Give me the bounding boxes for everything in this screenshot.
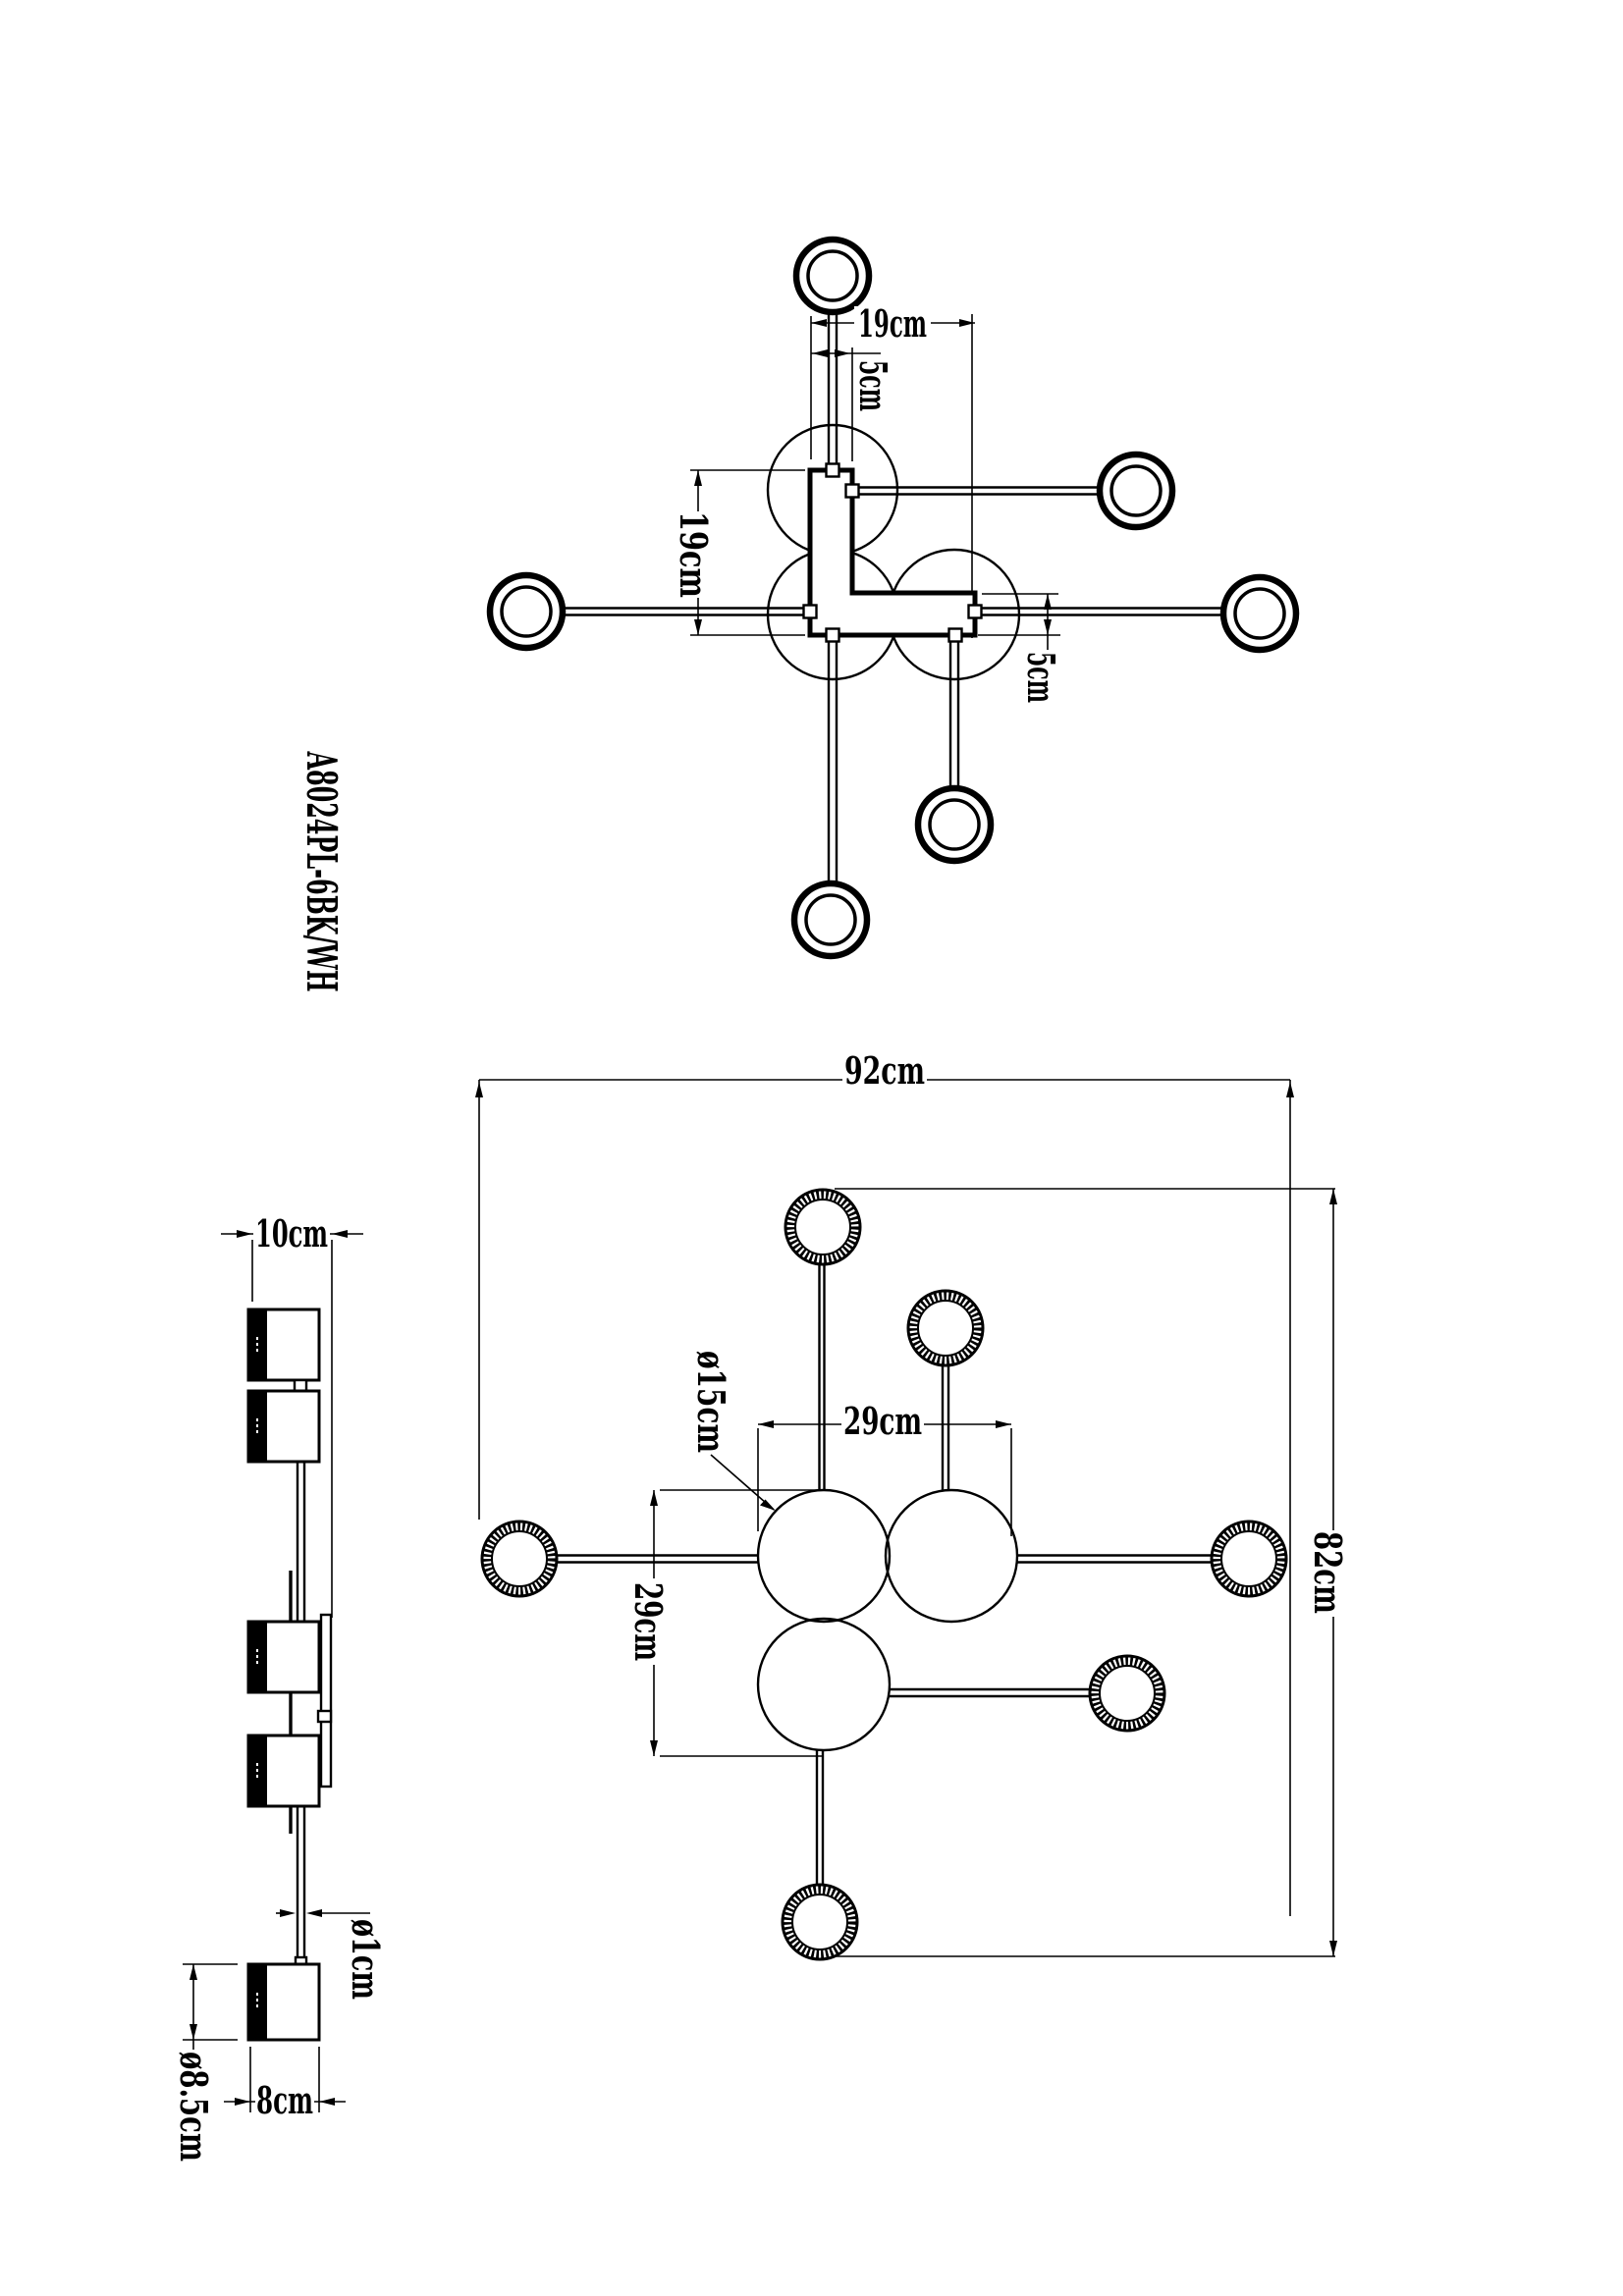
right-arm bbox=[1016, 1554, 1213, 1564]
dimension-canopy-height: 29cm bbox=[626, 1489, 823, 1757]
top-stem bbox=[827, 311, 839, 467]
dimension-label-bracket-width: 5cm bbox=[1019, 652, 1063, 703]
extension-lines bbox=[690, 314, 1060, 638]
dimension-shade-width: 8cm bbox=[224, 2078, 346, 2122]
extension-lines bbox=[183, 1240, 333, 2112]
arms bbox=[563, 311, 1224, 884]
lamp-head bbox=[1090, 1656, 1164, 1731]
dimension-overall-height: 82cm bbox=[835, 1188, 1350, 1957]
lamp-head bbox=[785, 1190, 860, 1264]
dimension-label-arm-length: 19cm bbox=[858, 301, 927, 346]
canopy-circle bbox=[884, 1488, 1019, 1624]
dimension-stem-diameter: ø1cm bbox=[276, 1909, 388, 2000]
dimension-label-shade-width: 8cm bbox=[256, 2078, 313, 2122]
arm-connectors bbox=[802, 462, 983, 643]
shade-column bbox=[246, 1308, 333, 2042]
stem bbox=[296, 1461, 306, 1622]
dimension-total-height: 10cm bbox=[221, 1211, 363, 1255]
dimension-label-stem-diameter: ø1cm bbox=[344, 1919, 388, 2000]
left-arm bbox=[563, 607, 805, 616]
dimension-stem-offset: 5cm bbox=[811, 349, 898, 411]
lower-right-stem bbox=[948, 637, 960, 788]
second-stem bbox=[941, 1366, 950, 1491]
lamp-head bbox=[918, 788, 991, 861]
top-view: 19cm 5cm 19cm 5cm bbox=[490, 240, 1296, 956]
top-stem bbox=[818, 1264, 826, 1491]
arms bbox=[557, 1264, 1213, 1886]
dimension-canopy-width: 29cm bbox=[757, 1399, 1012, 1536]
shade-connector bbox=[293, 1378, 308, 1393]
dimension-label-overall-height: 82cm bbox=[1306, 1531, 1350, 1614]
lamp-head bbox=[794, 883, 867, 956]
lamp-head bbox=[783, 1885, 857, 1959]
lamp-shade-face bbox=[248, 1964, 267, 2040]
dimension-overall-width: 92cm bbox=[475, 1048, 1294, 1916]
canopy-circle bbox=[756, 1488, 892, 1624]
lamp-head bbox=[1223, 577, 1296, 650]
plate-detail bbox=[316, 1709, 333, 1724]
lower-right-arm bbox=[889, 1687, 1091, 1698]
stem bbox=[296, 1806, 306, 1959]
dimension-label-bracket-height: 19cm bbox=[672, 511, 716, 598]
right-arm bbox=[978, 607, 1224, 616]
bottom-stem bbox=[815, 1750, 825, 1886]
canopy-circle bbox=[756, 1617, 892, 1752]
dimension-label-total-height: 10cm bbox=[255, 1211, 328, 1255]
dimension-arm-length: 19cm bbox=[811, 301, 975, 346]
lamp-head bbox=[1212, 1522, 1286, 1596]
dimension-label-shade-diameter: ø8.5cm bbox=[172, 2052, 216, 2162]
lamp-head bbox=[482, 1522, 557, 1596]
lamp-head bbox=[490, 575, 563, 648]
side-view: 10cm bbox=[172, 1211, 388, 2162]
upper-right-arm bbox=[855, 486, 1101, 496]
bottom-view: 92cm 82cm 29cm bbox=[475, 1048, 1350, 1959]
dimension-label-canopy-width: 29cm bbox=[843, 1399, 922, 1443]
dimension-label-overall-width: 92cm bbox=[844, 1048, 925, 1093]
lamp-head bbox=[1100, 454, 1172, 527]
dimension-bracket-height: 19cm bbox=[672, 470, 716, 635]
dimension-label-stem-offset: 5cm bbox=[851, 360, 895, 411]
lamp-head bbox=[908, 1291, 983, 1365]
dimension-bracket-width: 5cm bbox=[1019, 594, 1066, 703]
dimension-canopy-diameter: ø15cm bbox=[689, 1351, 776, 1511]
canopy-circles bbox=[766, 423, 1021, 681]
dimension-shade-diameter: ø8.5cm bbox=[172, 1964, 216, 2162]
dimension-label-canopy-height: 29cm bbox=[626, 1582, 671, 1661]
lower-left-stem bbox=[827, 637, 839, 884]
left-arm bbox=[557, 1554, 759, 1564]
model-number-label: A8024PL-6BK/WH bbox=[298, 751, 346, 992]
dimension-label-canopy-diameter: ø15cm bbox=[689, 1351, 733, 1453]
canopy-circles bbox=[756, 1488, 1019, 1752]
lamp-heads-bottom-view bbox=[482, 1190, 1286, 1959]
mounting-plate bbox=[319, 1613, 333, 1789]
mounting-bracket bbox=[807, 467, 978, 638]
